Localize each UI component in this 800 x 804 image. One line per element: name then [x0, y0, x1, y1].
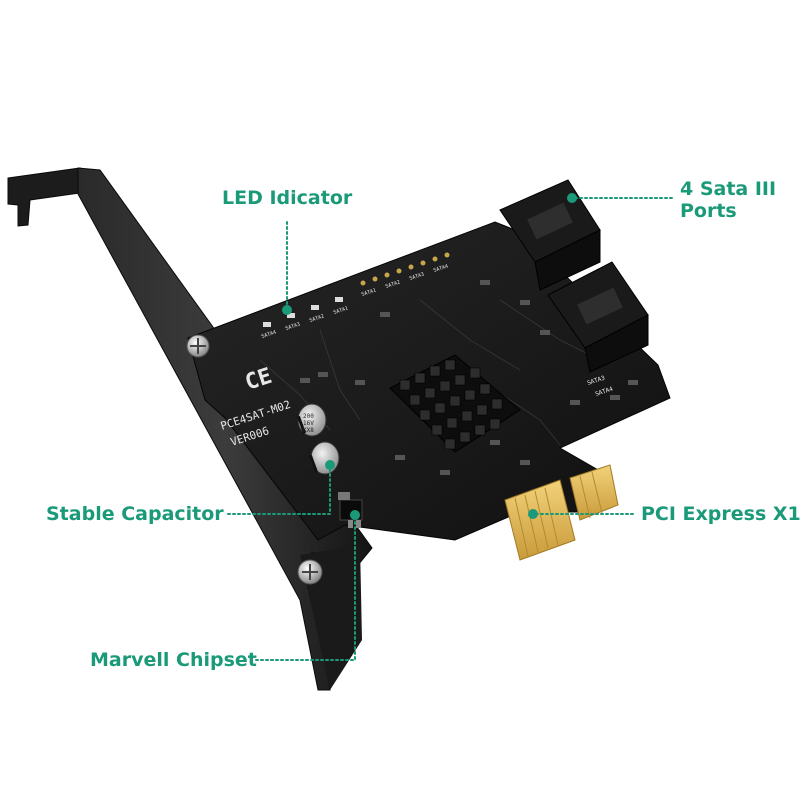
capacitor-dot [325, 460, 335, 470]
led-label-2: SATA3 [285, 322, 301, 332]
sata-ports-label: 4 Sata III Ports [680, 178, 777, 222]
capacitor-leader [227, 467, 331, 515]
pcie-dot [528, 509, 538, 519]
capacitor-text-2: 16V [303, 420, 314, 427]
led-label-3: SATA2 [309, 314, 325, 324]
led-dot [282, 305, 292, 315]
pcie-connector [504, 464, 619, 561]
header-label-4: SATA4 [433, 264, 449, 274]
stable-capacitor-label: Stable Capacitor [46, 503, 224, 525]
chipset-dot [350, 510, 360, 520]
screws [186, 334, 323, 585]
header-label-2: SATA2 [385, 280, 401, 290]
chipset-leader [255, 519, 356, 661]
header-label-3: SATA3 [409, 272, 425, 282]
pci-express-label: PCI Express X1 [641, 503, 800, 525]
led-label-4: SATA1 [333, 306, 349, 316]
marvell-chipset-label: Marvell Chipset [90, 649, 257, 671]
sata-dot [567, 193, 577, 203]
led-indicators [263, 297, 343, 327]
led-indicator-label: LED Idicator [222, 187, 353, 209]
capacitor-text-3: KX8 [303, 427, 314, 434]
heatsink [389, 354, 521, 453]
leader-lines [227, 193, 673, 661]
capacitor-text-1: 200 [303, 413, 314, 420]
led-label-1: SATA4 [261, 330, 277, 340]
header-label-1: SATA1 [361, 288, 377, 298]
pin-header [360, 252, 450, 286]
